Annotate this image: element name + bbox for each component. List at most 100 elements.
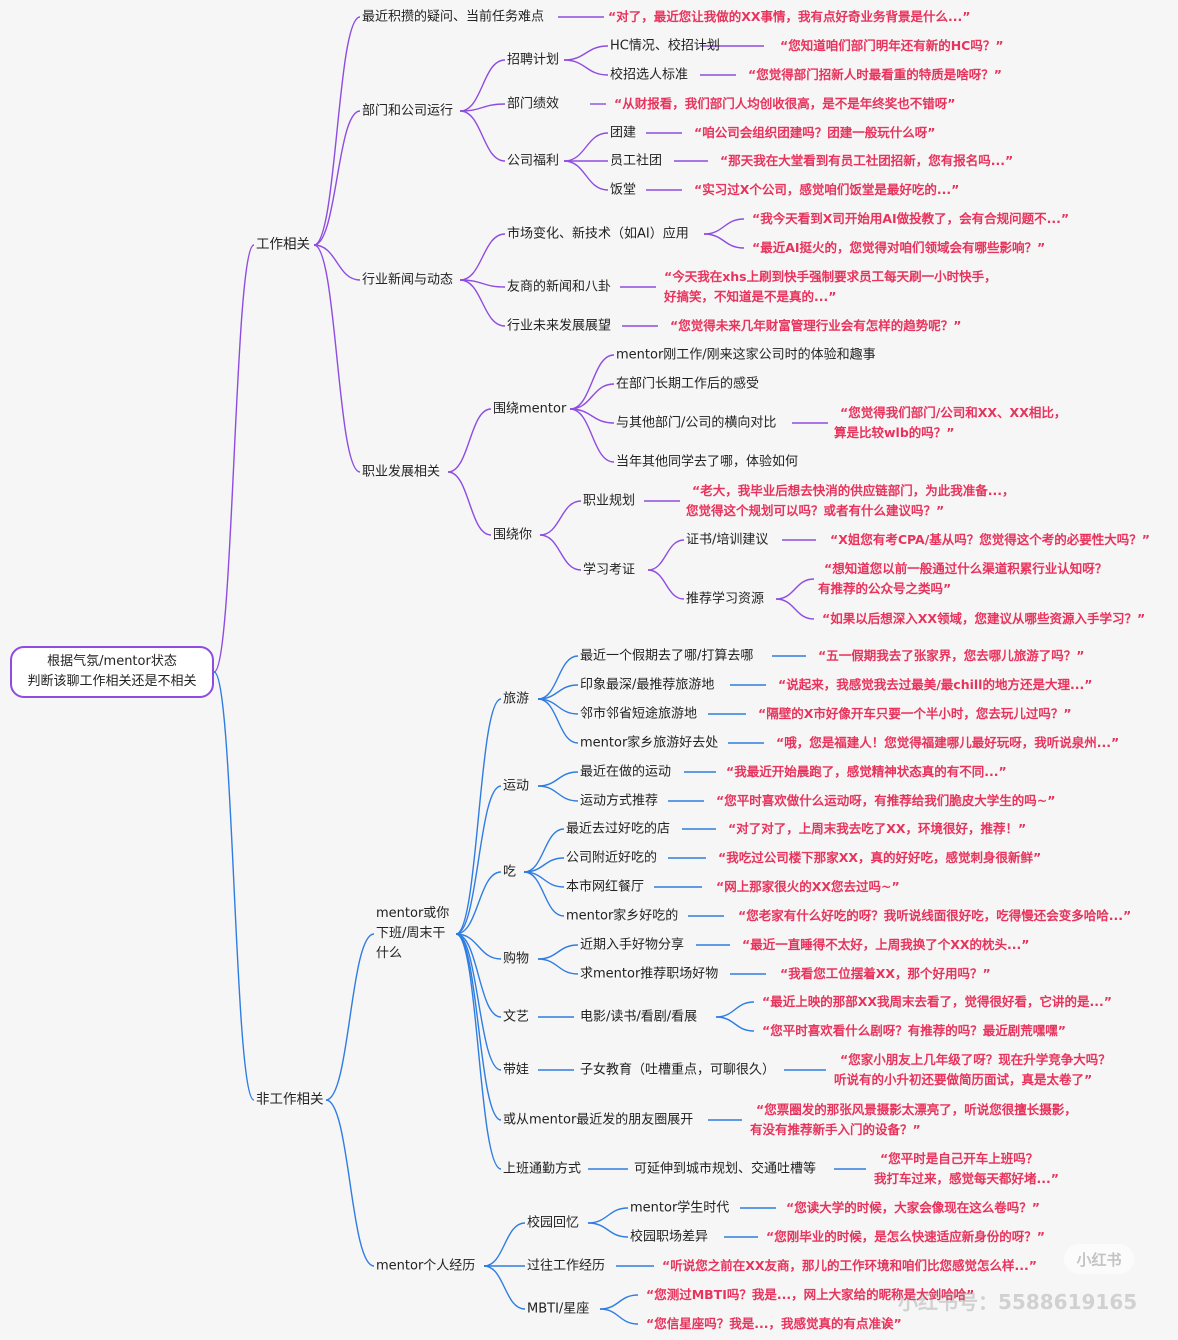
quote-rivals: “今天我在xhs上刷到快手强制要求员工每天刷一小时快手， 好搞笑，不知道是不是真… [664, 267, 997, 307]
node-dept-ops[interactable]: 部门和公司运行 [362, 103, 454, 119]
connector-line [213, 671, 255, 1101]
node-sports[interactable]: 运动 [503, 778, 530, 794]
connector-line [647, 569, 685, 600]
node-arts-item[interactable]: 电影/读书/看剧/看展 [580, 1009, 698, 1025]
quote-rivals-line-2: 好搞笑，不知道是不是真的...” [664, 289, 837, 304]
node-cert[interactable]: 证书/培训建议 [686, 532, 769, 548]
node-kids[interactable]: 带娃 [503, 1062, 530, 1078]
connector-line [539, 534, 582, 571]
quote-performance: “从财报看，我们部门人均创收很高，是不是年终奖也不错呀” [614, 96, 956, 111]
node-shopping-item-2[interactable]: 求mentor推荐职场好物 [580, 966, 719, 982]
node-welfare[interactable]: 公司福利 [507, 153, 560, 169]
node-around-mentor[interactable]: 围绕mentor [493, 401, 567, 417]
node-travel-item-2[interactable]: 印象最深/最推荐旅游地 [580, 677, 715, 693]
connector-line [715, 1001, 755, 1018]
node-mentor-item-1[interactable]: mentor刚工作/刚来这家公司时的体验和趣事 [616, 347, 876, 363]
node-arts[interactable]: 文艺 [503, 1009, 530, 1025]
quote-moments-line-1: “您票圈发的那张风景摄影太漂亮了，听说您很擅长摄影， [756, 1102, 1077, 1117]
node-sports-item-2[interactable]: 运动方式推荐 [580, 793, 659, 809]
quote-career-plan-line-2: 您觉得这个规划可以吗？或者有什么建议吗？” [686, 503, 945, 518]
node-resources[interactable]: 推荐学习资源 [686, 591, 765, 607]
node-future[interactable]: 行业未来发展展望 [507, 318, 612, 334]
connector-line [459, 110, 506, 162]
node-food-item-2[interactable]: 公司附近好吃的 [566, 850, 658, 866]
quote-commute-line-1: “您平时是自己开车上班吗？ [880, 1151, 1039, 1166]
node-mentor-exp[interactable]: mentor个人经历 [376, 1258, 476, 1274]
quote-travel-item-4: “哦，您是福建人！您觉得福建哪儿最好玩呀，我听说泉州...” [776, 735, 1120, 750]
connector-line [537, 655, 579, 700]
node-food-item-3[interactable]: 本市网红餐厅 [566, 879, 645, 895]
quote-recent-questions: “对了，最近您让我做的XX事情，我有点好奇业务背景是什么...” [608, 9, 971, 24]
node-work[interactable]: 工作相关 [256, 236, 310, 253]
node-campus-gap[interactable]: 校园职场差异 [630, 1229, 709, 1245]
quote-kids-line-2: 听说有的小升初还要做简历面试，真是太卷了” [834, 1072, 1093, 1087]
node-commute[interactable]: 上班通勤方式 [503, 1161, 582, 1177]
connector-line [539, 500, 582, 536]
quote-standard: “您觉得部门招新人时最看重的特质是啥呀？” [748, 67, 1002, 82]
connector-line [459, 233, 506, 281]
connector-line [313, 110, 361, 246]
node-travel-item-4[interactable]: mentor家乡旅游好去处 [580, 735, 719, 751]
connector-line [587, 1222, 629, 1238]
connector-line [775, 578, 815, 600]
node-mbti[interactable]: MBTI/星座 [527, 1301, 590, 1317]
connector-line [447, 408, 492, 473]
node-campus[interactable]: 校园回忆 [527, 1215, 580, 1231]
node-kids-item[interactable]: 子女教育（吐槽重点，可聊很久） [580, 1062, 776, 1078]
connector-line [483, 1222, 526, 1267]
node-travel[interactable]: 旅游 [503, 691, 530, 707]
connector-line [537, 958, 579, 975]
node-mentor-item-3[interactable]: 与其他部门/公司的横向对比 [616, 415, 777, 431]
root-line-2: 判断该聊工作相关还是不相关 [27, 674, 197, 689]
connector-line [563, 59, 609, 76]
quote-food-item-1: “对了对了，上周末我去吃了XX，环境很好，推荐！” [728, 821, 1027, 836]
connector-line [455, 933, 502, 1018]
node-hc[interactable]: HC情况、校招计划 [610, 38, 720, 54]
node-travel-item-3[interactable]: 邻市邻省短途旅游地 [580, 706, 698, 722]
quote-campus-student: “您读大学的时候，大家会像现在这么卷吗？” [786, 1200, 1040, 1215]
node-recent-questions[interactable]: 最近积攒的疑问、当前任务难点 [362, 9, 545, 25]
root-line-1: 根据气氛/mentor状态 [47, 654, 177, 669]
node-career[interactable]: 职业发展相关 [362, 464, 441, 480]
node-shopping[interactable]: 购物 [503, 951, 530, 967]
connector-line [455, 933, 502, 960]
node-mentor-item-4[interactable]: 当年其他同学去了哪，体验如何 [616, 454, 799, 470]
node-study[interactable]: 学习考证 [583, 562, 636, 578]
connector-line [313, 244, 361, 473]
node-around-you[interactable]: 围绕你 [493, 527, 533, 543]
node-rivals[interactable]: 友商的新闻和八卦 [507, 279, 612, 295]
node-teambuild[interactable]: 团建 [610, 125, 637, 141]
node-campus-student[interactable]: mentor学生时代 [630, 1200, 730, 1216]
node-past-work[interactable]: 过往工作经历 [527, 1258, 606, 1274]
node-commute-item[interactable]: 可延伸到城市规划、交通吐槽等 [634, 1161, 817, 1177]
node-food-item-4[interactable]: mentor家乡好吃的 [566, 908, 679, 924]
node-clubs[interactable]: 员工社团 [610, 153, 663, 169]
connector-line [455, 785, 502, 935]
quote-cert: “X姐您有考CPA/基从吗？您觉得这个考的必要性大吗？” [830, 532, 1150, 547]
quote-sports-item-1: “我最近开始晨跑了，感觉精神状态真的有不同...” [726, 764, 1007, 779]
quote-mbti-1: “您测过MBTI吗？我是...，网上大家给的昵称是大剑哈哈” [646, 1287, 975, 1302]
node-tech[interactable]: 市场变化、新技术（如AI）应用 [507, 226, 689, 242]
node-afterwork[interactable]: mentor或你 下班/周末干 什么 [376, 904, 449, 964]
quote-mentor-item-3-line-1: “您觉得我们部门/公司和XX、XX相比， [840, 405, 1067, 420]
node-food[interactable]: 吃 [503, 864, 517, 880]
node-canteen[interactable]: 饭堂 [610, 182, 637, 198]
node-nonwork[interactable]: 非工作相关 [256, 1091, 324, 1108]
node-performance[interactable]: 部门绩效 [507, 96, 560, 112]
quote-sports-item-2: “您平时喜欢做什么运动呀，有推荐给我们脆皮大学生的吗~” [716, 793, 1056, 808]
node-travel-item-1[interactable]: 最近一个假期去了哪/打算去哪 [580, 648, 754, 664]
node-moments[interactable]: 或从mentor最近发的朋友圈展开 [503, 1112, 694, 1128]
connector-line [523, 871, 565, 917]
quote-arts-1: “最近上映的那部XX我周末去看了，觉得很好看，它讲的是...” [762, 994, 1112, 1009]
quote-kids: “您家小朋友上几年级了呀？现在升学竞争大吗？ 听说有的小升初还要做简历面试，真是… [834, 1050, 1111, 1090]
node-shopping-item-1[interactable]: 近期入手好物分享 [580, 937, 685, 953]
node-mentor-item-2[interactable]: 在部门长期工作后的感受 [616, 376, 760, 392]
node-standard[interactable]: 校招选人标准 [610, 67, 689, 83]
node-recruit[interactable]: 招聘计划 [507, 52, 560, 68]
node-career-plan[interactable]: 职业规划 [583, 493, 636, 509]
node-sports-item-1[interactable]: 最近在做的运动 [580, 764, 672, 780]
node-industry[interactable]: 行业新闻与动态 [362, 272, 454, 288]
quote-campus-gap: “您刚毕业的时候，是怎么快速适应新身份的呀？” [766, 1229, 1045, 1244]
root-node[interactable]: 根据气氛/mentor状态 判断该聊工作相关还是不相关 [10, 646, 214, 698]
node-food-item-1[interactable]: 最近去过好吃的店 [566, 821, 671, 837]
